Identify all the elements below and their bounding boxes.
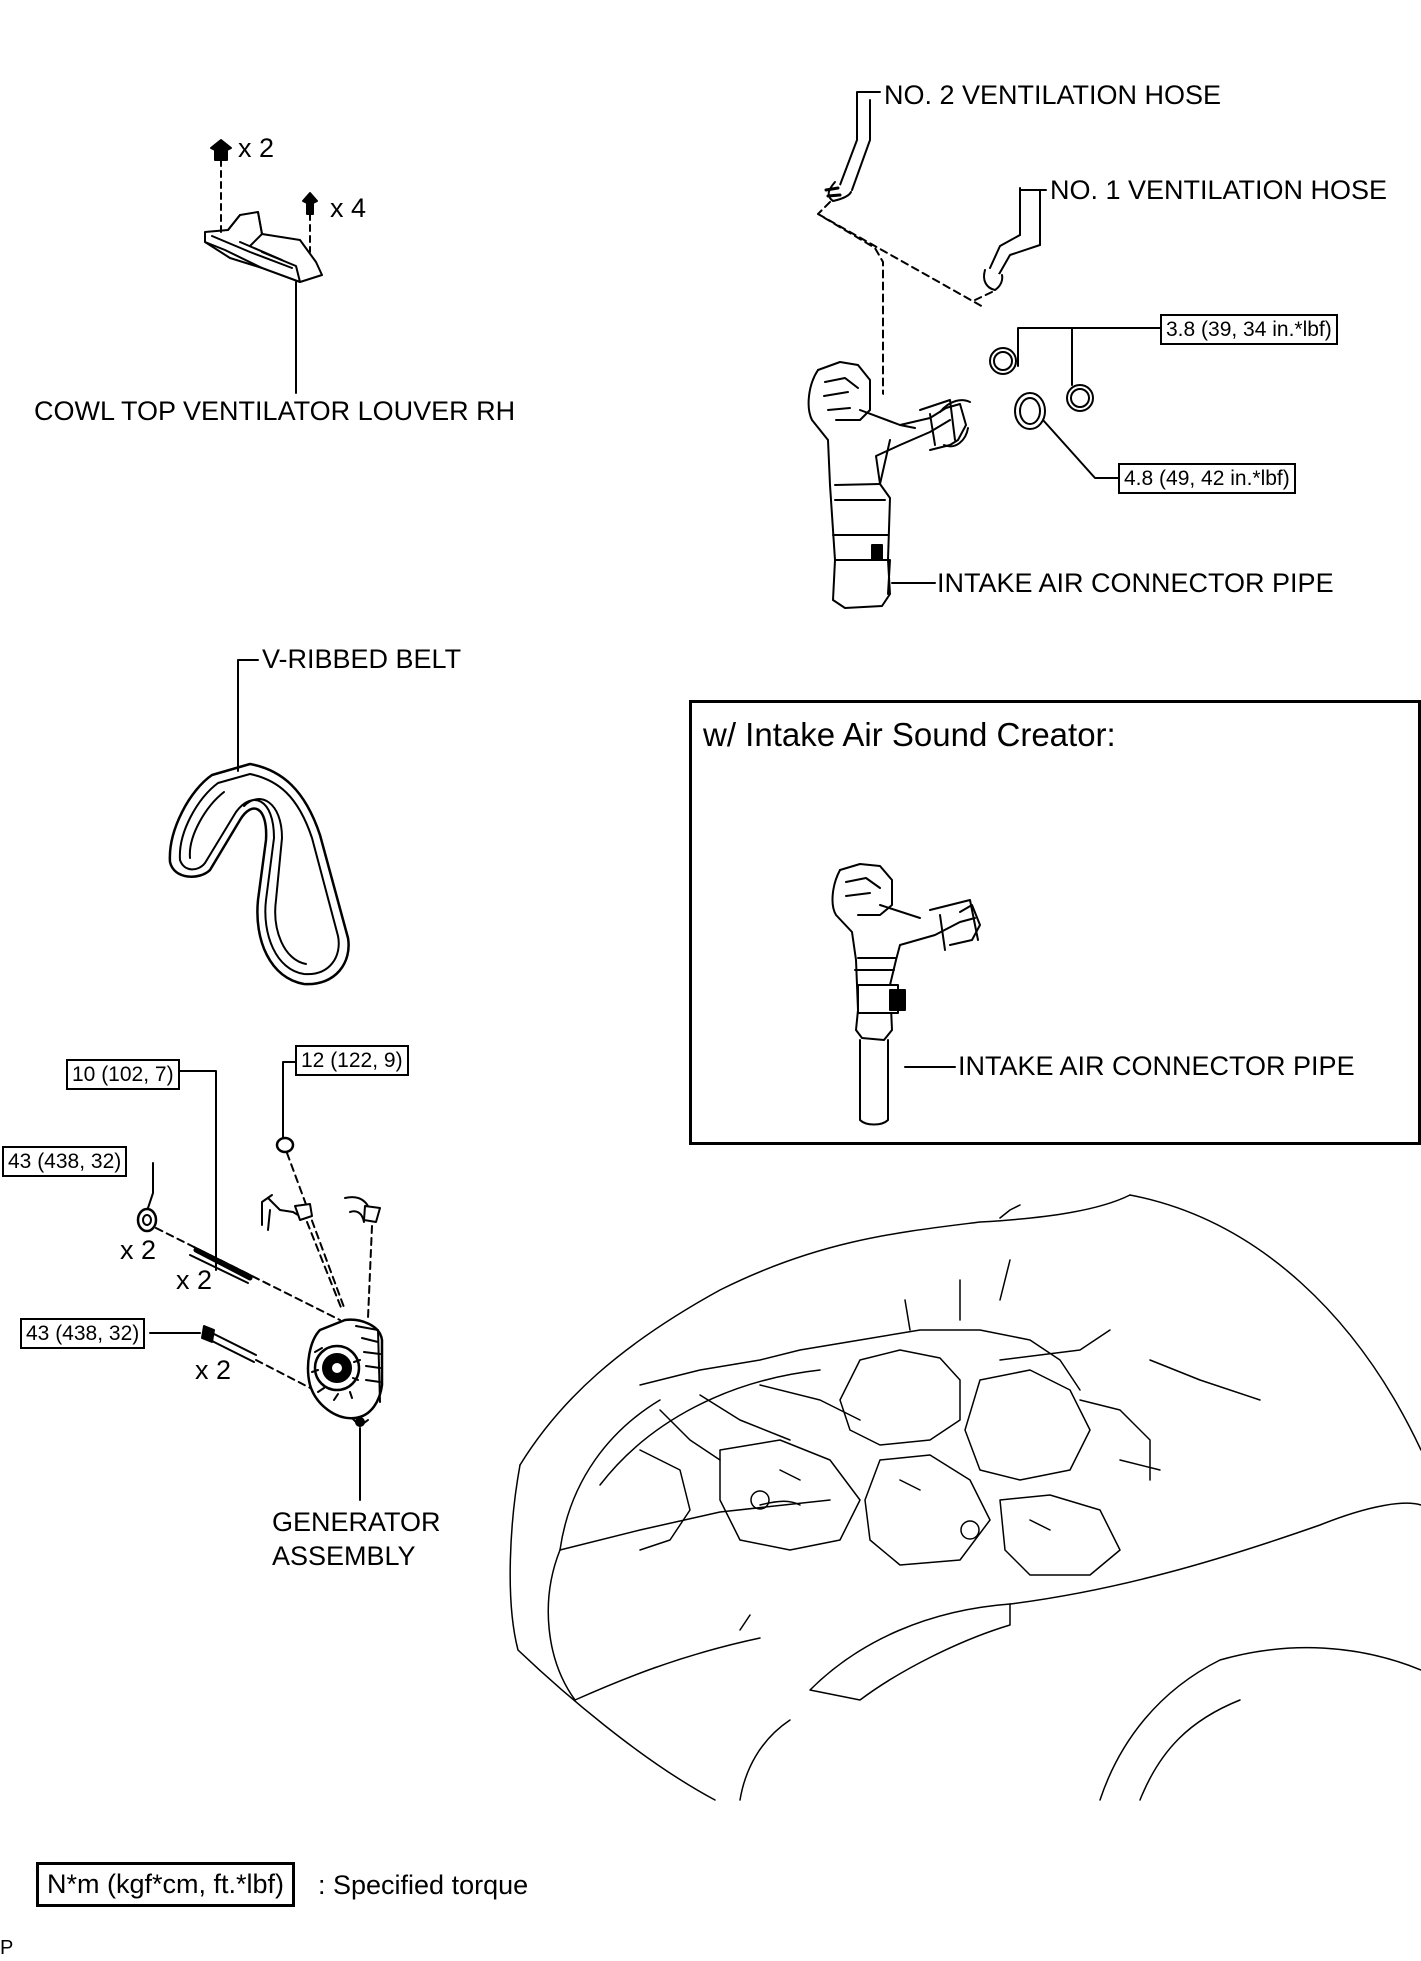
gen-bolt-quantity: x 2 [195, 1355, 232, 1385]
torque-box-clamp-small: 3.8 (39, 34 in.*lbf) [1160, 314, 1338, 345]
inset-intake-pipe-part [831, 863, 981, 1126]
generator-label-line1: GENERATOR [272, 1507, 441, 1537]
terminal-nut-icon [275, 1136, 295, 1154]
no2-hose-part [824, 99, 871, 202]
bolt-icon [201, 1325, 257, 1363]
no1-hose-leader [1019, 189, 1047, 196]
generator-part [306, 1318, 384, 1427]
inset-intake-pipe-label: INTAKE AIR CONNECTOR PIPE [958, 1051, 1355, 1081]
cowl-screw-icon [302, 192, 318, 253]
clamp-small-icon [989, 347, 1094, 412]
cowl-screw-quantity: x 4 [330, 193, 367, 223]
nut-icon [136, 1207, 158, 1233]
v-belt-leader [237, 659, 259, 772]
legend-text: : Specified torque [318, 1870, 529, 1900]
cowl-clip-icon [210, 139, 232, 237]
cowl-louver-label: COWL TOP VENTILATOR LOUVER RH [34, 396, 516, 426]
no2-hose-leader [856, 91, 881, 101]
torque-box-terminal-nut: 12 (122, 9) [295, 1045, 409, 1076]
wire-harness-part [261, 1194, 381, 1231]
inset-title: w/ Intake Air Sound Creator: [703, 716, 1116, 753]
inset-box [689, 700, 1421, 1145]
v-ribbed-belt-label: V-RIBBED BELT [262, 644, 462, 674]
torque-box-stud: 10 (102, 7) [66, 1059, 180, 1090]
no1-ventilation-hose-label: NO. 1 VENTILATION HOSE [1050, 175, 1388, 205]
intake-pipe-part [807, 361, 971, 609]
no2-ventilation-hose-label: NO. 2 VENTILATION HOSE [884, 80, 1222, 110]
generator-label-line2: ASSEMBLY [272, 1541, 416, 1571]
cowl-louver-part [204, 211, 323, 283]
nut-path [155, 1227, 341, 1321]
intake-pipe-label: INTAKE AIR CONNECTOR PIPE [937, 568, 1334, 598]
terminal-nut-leader [282, 1061, 296, 1139]
no1-hose-part [983, 187, 1041, 291]
torque-box-gen-nut: 43 (438, 32) [2, 1146, 128, 1177]
cowl-clip-quantity: x 2 [238, 133, 275, 163]
legend-torque-unit-box: N*m (kgf*cm, ft.*lbf) [36, 1862, 296, 1907]
gen-nut-quantity: x 2 [120, 1235, 157, 1265]
vehicle-outline [509, 1194, 1421, 1801]
nut-leader [147, 1162, 154, 1209]
torque-box-clamp-large: 4.8 (49, 42 in.*lbf) [1118, 463, 1296, 494]
gen-stud-quantity: x 2 [176, 1265, 213, 1295]
v-ribbed-belt-part [168, 762, 350, 986]
no2-hose-path [817, 201, 986, 396]
torque-box-gen-bolt: 43 (438, 32) [20, 1318, 146, 1349]
clamp-large-leader [1042, 419, 1119, 479]
clamp-large-icon [1014, 392, 1046, 430]
figure-id: P [0, 1937, 14, 1959]
clamp-small-leader [1017, 327, 1161, 386]
